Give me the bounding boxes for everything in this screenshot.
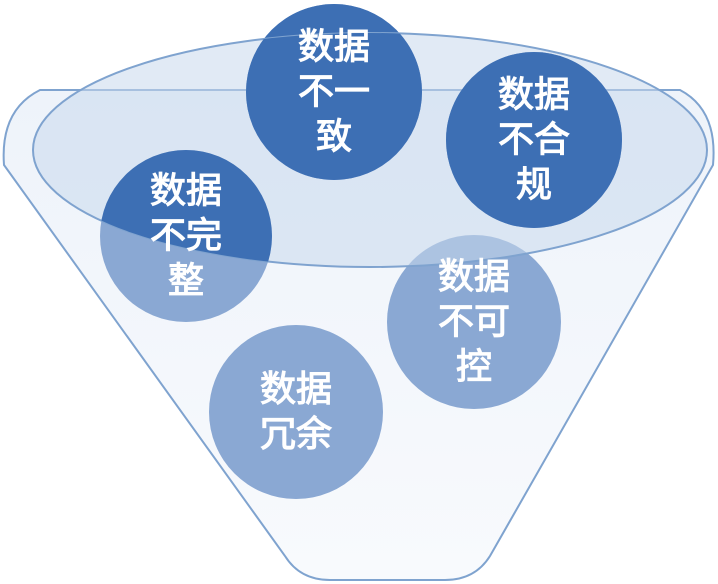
bubble-uncontrollable-label-line: 不可 (438, 302, 510, 343)
bubble-noncompliant-label-line: 数据 (498, 75, 570, 116)
bubble-inconsistent-label-line: 数据 (298, 27, 370, 68)
bubble-inconsistent-label-line: 不一 (298, 72, 370, 113)
bubble-redundant-label-line: 数据 (260, 369, 332, 410)
bubble-uncontrollable-label-line: 控 (456, 347, 492, 388)
bubble-redundant (209, 325, 383, 499)
bubble-uncontrollable-label-line: 数据 (438, 257, 510, 298)
bubble-noncompliant-label-line: 不合 (498, 120, 570, 161)
bubble-inconsistent-label-line: 致 (316, 117, 352, 158)
bubble-incomplete-label-line: 不完 (150, 216, 222, 257)
bubble-noncompliant-label-line: 规 (516, 165, 552, 206)
bubble-uncontrollable (387, 235, 561, 409)
bubble-redundant-label-line: 冗余 (260, 413, 333, 455)
bubble-incomplete-label-line: 整 (168, 261, 204, 302)
bubble-incomplete-rim-part (100, 150, 272, 267)
bubble-incomplete-label-line: 数据 (150, 171, 222, 212)
bubble-noncompliant-rim-part (446, 52, 622, 228)
bubble-inconsistent-rim-part (246, 33, 422, 180)
